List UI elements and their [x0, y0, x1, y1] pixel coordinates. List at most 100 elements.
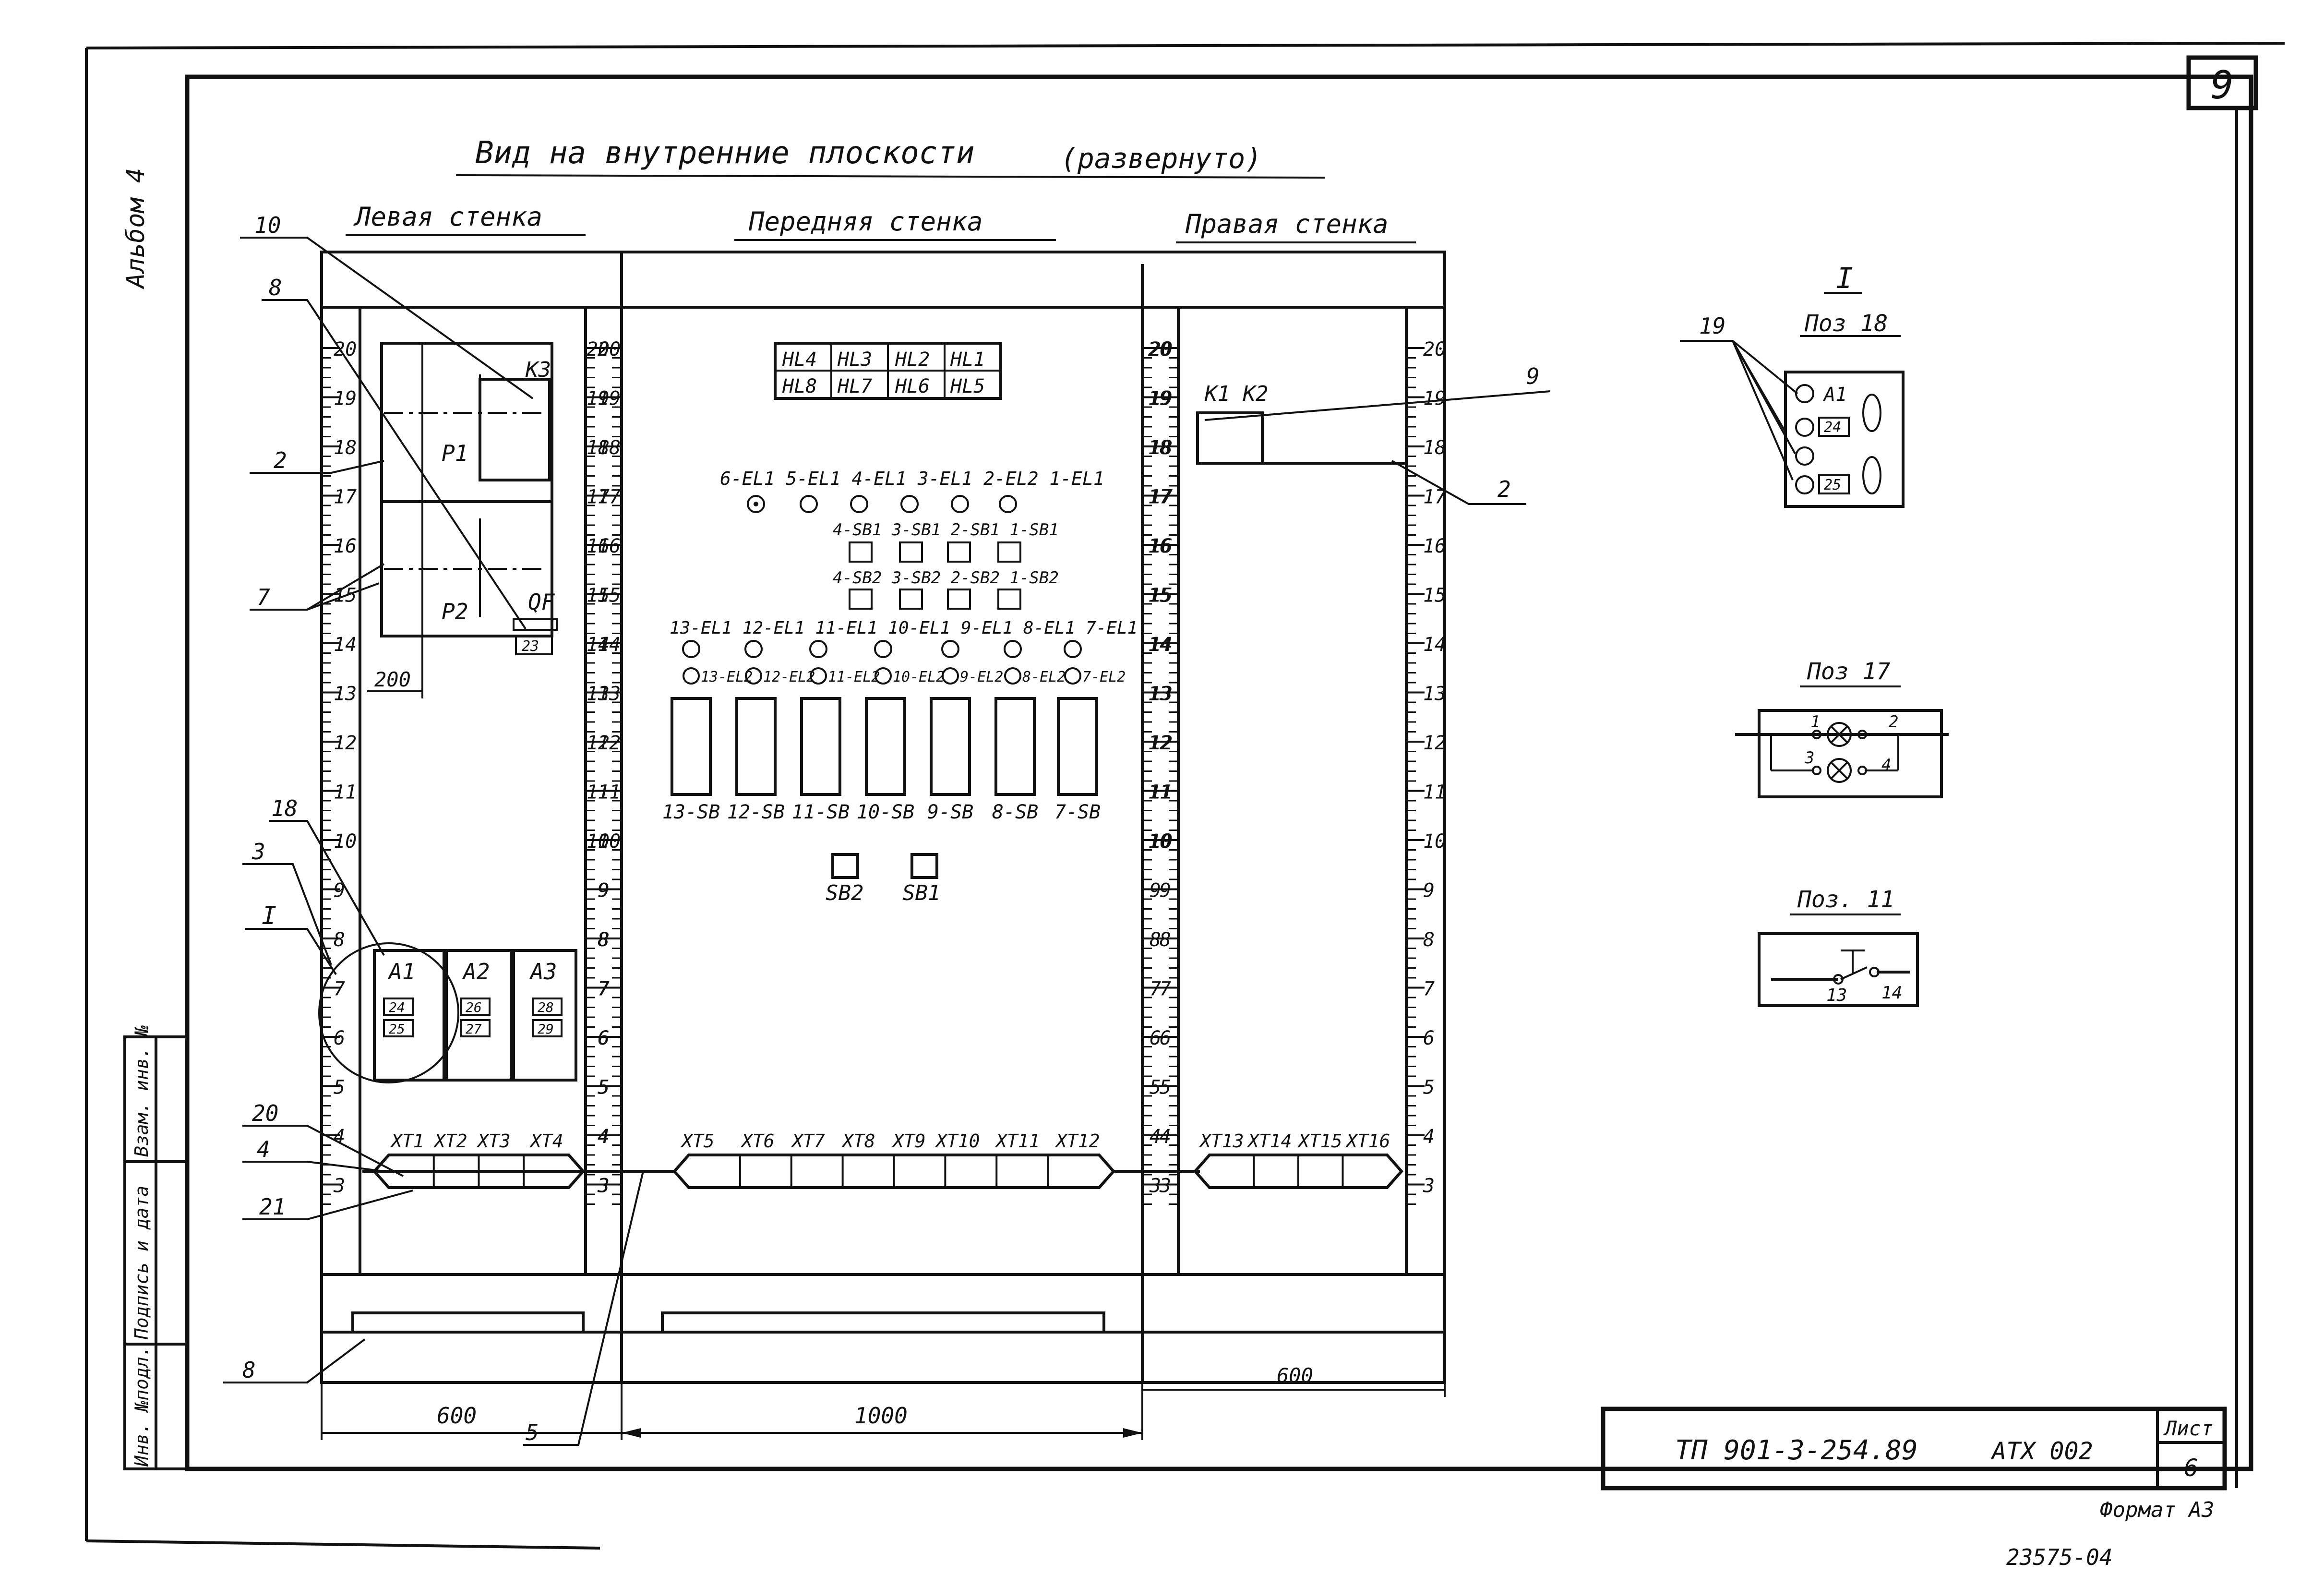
scale-label: 12	[1150, 732, 1173, 754]
scale-label: 14	[1150, 634, 1173, 656]
terminal-label: XT15	[1297, 1130, 1342, 1152]
scale-label: 14	[587, 634, 610, 656]
push-button-large	[671, 697, 712, 796]
format-label: Формат А3	[2100, 1498, 2214, 1522]
scale-label: 12	[334, 732, 357, 754]
push-button-large	[1057, 697, 1098, 796]
detail-I-block	[1784, 371, 1905, 508]
push-button-large	[930, 697, 971, 796]
scale-label: 19	[1423, 388, 1446, 410]
push-button-large	[994, 697, 1036, 796]
scale-label: 15	[587, 585, 610, 607]
lamp-hl1: HL1	[950, 349, 985, 371]
el2-label: 11-EL2	[828, 669, 880, 685]
indicator-lamp	[809, 640, 827, 658]
scale-label: 9	[1160, 880, 1171, 902]
label-sb2-row: 4-SB2 3-SB2 2-SB2 1-SB2	[833, 568, 1059, 588]
scale-label: 4	[1160, 1126, 1171, 1148]
leader-lines	[223, 237, 1798, 1446]
callout-7: 7	[257, 584, 270, 610]
indicator-lamp	[683, 667, 700, 685]
scale-label: 8	[334, 929, 345, 951]
scale-label: 6	[598, 1027, 609, 1049]
callout-20: 20	[252, 1100, 278, 1126]
scale-label: 3	[1159, 1175, 1171, 1197]
scale-label: 8	[1160, 929, 1171, 951]
scale-label: 10	[598, 830, 621, 853]
scale-label: 9	[598, 880, 610, 902]
scale-label: 18	[1150, 437, 1173, 459]
tag-28: 28	[538, 999, 554, 1015]
detail-17-pin4: 4	[1881, 756, 1891, 775]
lamp-hl3: HL3	[837, 349, 872, 371]
push-button-large	[865, 697, 906, 796]
scale-label: 13	[587, 683, 610, 705]
title-block-sheet-no: 6	[2184, 1454, 2198, 1482]
scale-label: 17	[587, 486, 610, 508]
push-button-large	[800, 697, 841, 796]
scale-label: 17	[598, 486, 621, 508]
push-button-label: 7-SB	[1054, 801, 1101, 823]
push-button-label: 12-SB	[727, 801, 785, 823]
el-top-circles	[747, 495, 1017, 513]
label-dim-200: 200	[374, 668, 411, 691]
callout-3: 3	[252, 839, 265, 865]
scale-label: 4	[1423, 1126, 1435, 1148]
scale-label: 18	[587, 437, 610, 459]
indicator-lamp	[942, 667, 959, 685]
tag-29: 29	[538, 1021, 554, 1037]
section-right-wall: Правая стенка	[1185, 209, 1389, 239]
label-sb1-row: 4-SB1 3-SB1 2-SB1 1-SB1	[833, 520, 1059, 540]
scale-label: 10	[587, 830, 610, 853]
detail-17-block	[1735, 709, 1949, 798]
tag-27: 27	[466, 1021, 482, 1037]
el-mid-circles	[682, 640, 1082, 658]
label-k3: K3	[525, 358, 551, 382]
sheet-number: 9	[2211, 63, 2234, 108]
dim-right-600: 600	[1277, 1364, 1313, 1387]
scale-label: 7	[334, 978, 345, 1000]
scale-label: 14	[1148, 634, 1171, 656]
label-a3: A3	[529, 959, 557, 985]
callout-4: 4	[257, 1136, 270, 1162]
detail-I-a1: A1	[1822, 384, 1847, 406]
indicator-lamp	[745, 667, 762, 685]
title-block-sheet-label: Лист	[2163, 1417, 2213, 1440]
push-button-label: 13-SB	[662, 801, 720, 823]
scale-label: 9	[1423, 880, 1435, 902]
tag-24: 24	[389, 999, 405, 1015]
scale-label: 14	[598, 634, 621, 656]
scale-label: 13	[334, 683, 357, 705]
label-tag-23: 23	[522, 638, 539, 655]
detail-17-pin1: 1	[1810, 712, 1820, 732]
detail-I-tag25: 25	[1824, 477, 1841, 493]
detail-I-tag24: 24	[1824, 419, 1841, 436]
el2-label: 12-EL2	[763, 669, 815, 685]
scale-label: 11	[1150, 781, 1173, 804]
lamp-table	[774, 342, 1002, 400]
el2-label: 8-EL2	[1022, 669, 1066, 685]
side-stamp	[123, 1035, 189, 1470]
callout-19: 19	[1699, 313, 1725, 339]
scale-label: 10	[1150, 830, 1173, 853]
terminal-label: XT7	[791, 1130, 825, 1152]
terminal-block	[672, 1154, 1116, 1189]
indicator-lamp	[900, 495, 919, 513]
scale-label: 3	[333, 1175, 345, 1197]
scale-label: 5	[598, 1077, 610, 1099]
drawing-title: Вид на внутренние плоскости	[475, 135, 974, 171]
scale-label: 11	[1148, 781, 1171, 804]
scale-label: 11	[587, 781, 610, 804]
scale-label: 18	[598, 437, 621, 459]
scale-label: 20	[1423, 338, 1446, 361]
archive-number: 23575-04	[2006, 1544, 2113, 1570]
scale-label: 3	[1149, 1175, 1161, 1197]
detail-17-pin2: 2	[1889, 712, 1898, 732]
detail-17-pin3: 3	[1804, 748, 1814, 768]
push-button-label: 9-SB	[927, 801, 973, 823]
push-button-small	[849, 589, 873, 610]
push-button-small	[947, 541, 971, 563]
title-block	[1601, 1407, 2227, 1491]
